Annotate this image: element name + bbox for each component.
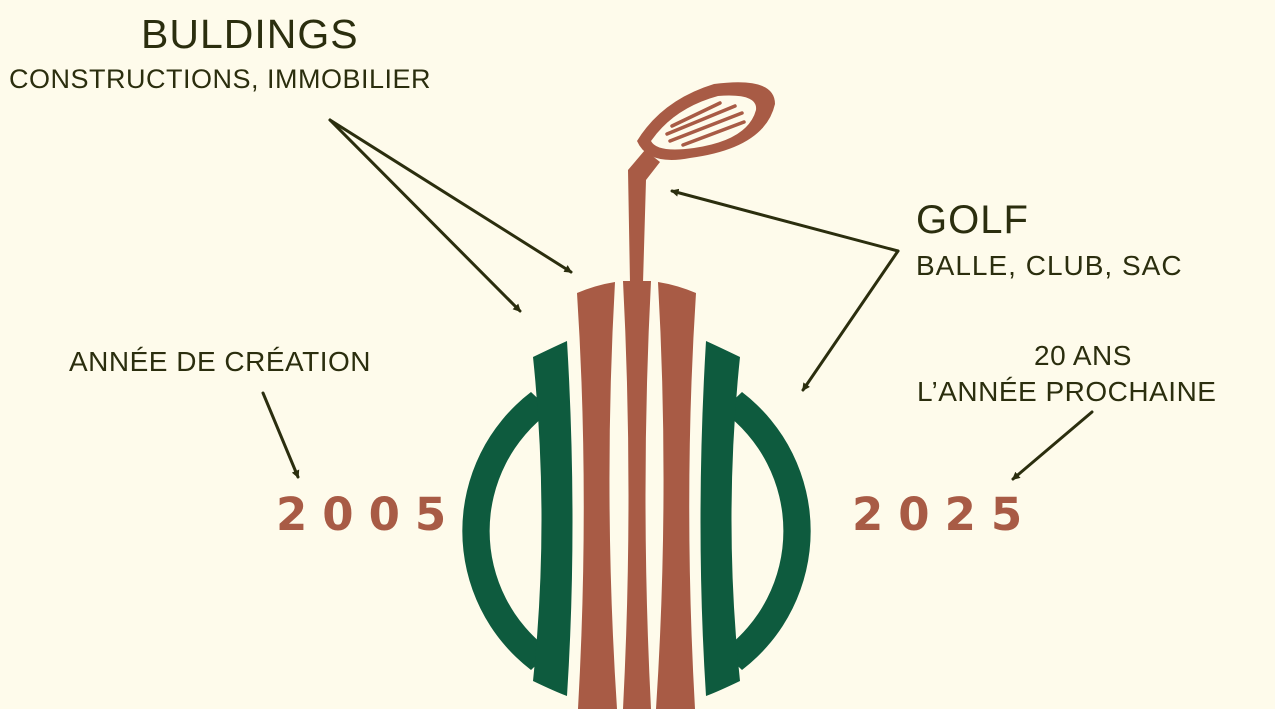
anniversary-label-line1: 20 ANS [1034, 340, 1132, 371]
annotation-arrows [261, 118, 1094, 481]
arrow-golf-to-club [670, 188, 900, 253]
bag-stripe-right [656, 282, 696, 709]
arrow-buildings-to-arc [328, 118, 522, 313]
anniversary-label-line2: L’ANNÉE PROCHAINE [917, 376, 1217, 407]
golf-title: GOLF [916, 198, 1029, 242]
arrow-buildings-to-bag [328, 118, 573, 274]
arrow-anniversary-to-2025 [1011, 410, 1094, 481]
creation-year: 2005 [276, 488, 462, 541]
green-ring-left [462, 392, 551, 670]
golf-club-shaft [628, 150, 660, 283]
arrow-creation-to-2005 [261, 391, 300, 479]
bag-stripe-center [623, 281, 651, 709]
anniversary-year: 2025 [852, 488, 1038, 541]
golf-club-grooves [665, 101, 746, 147]
buildings-title: BULDINGS [141, 11, 359, 57]
arrow-golf-to-arc [801, 249, 900, 392]
green-ring-right [722, 392, 811, 670]
buildings-subtitle: CONSTRUCTIONS, IMMOBILIER [9, 64, 432, 94]
green-arc-right [700, 341, 740, 696]
golf-subtitle: BALLE, CLUB, SAC [916, 250, 1183, 281]
creation-year-label: ANNÉE DE CRÉATION [69, 346, 372, 377]
bag-stripe-left [577, 282, 617, 709]
green-arc-left [533, 341, 573, 696]
